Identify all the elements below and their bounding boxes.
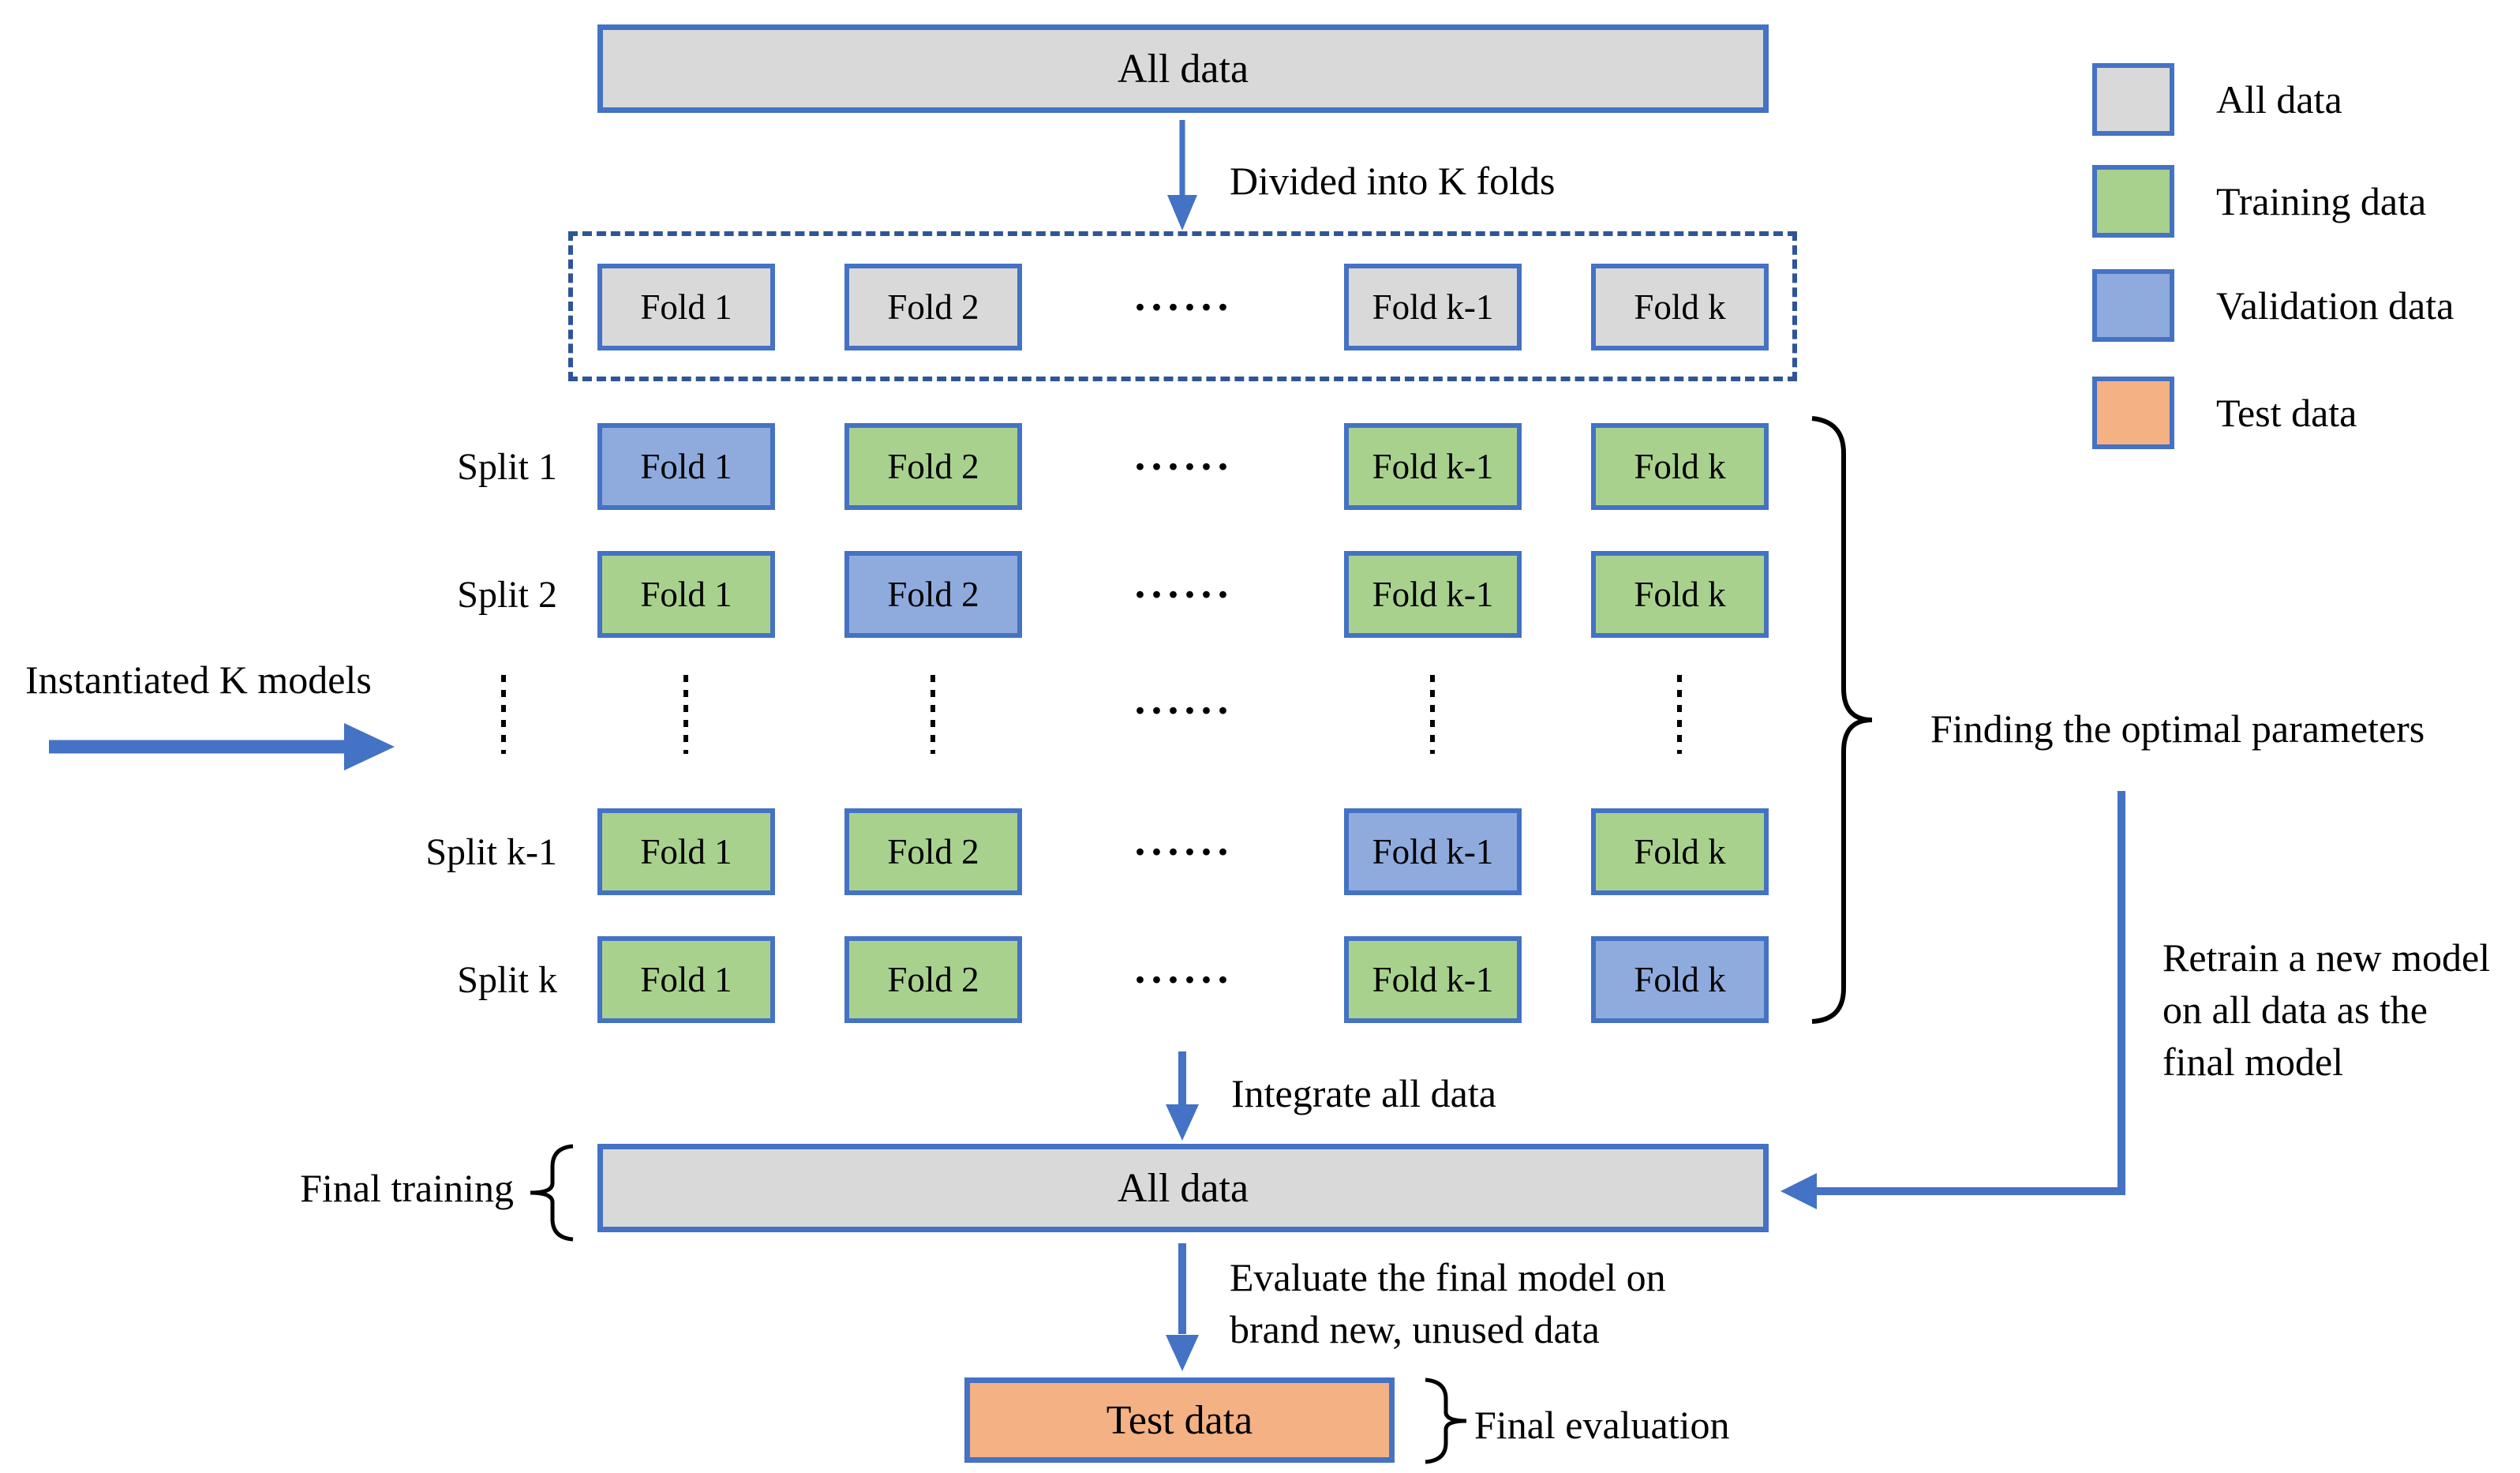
fold-cell-label: Fold k-1 — [1372, 832, 1494, 871]
final-training-label: Final training — [300, 1166, 514, 1210]
fold-cell-validation: Fold k-1 — [1344, 808, 1522, 895]
fold-cell-training: Fold k-1 — [1344, 423, 1522, 510]
retrain-note-line: on all data as the — [2162, 988, 2428, 1032]
fold-cell-label: Fold 2 — [887, 832, 979, 871]
fold-cell-validation: Fold k — [1591, 936, 1769, 1023]
retrain-note-line: final model — [2162, 1040, 2344, 1084]
all-data-box-top-label: All data — [1117, 46, 1249, 92]
instantiated-arrow — [49, 723, 395, 770]
fold-cell-training: Fold k — [1591, 808, 1769, 895]
all-data-box-top: All data — [597, 24, 1769, 113]
vertical-ellipsis — [930, 675, 935, 754]
fold-cell-validation: Fold 1 — [597, 423, 775, 510]
fold-cell-label: Fold k — [1634, 447, 1726, 486]
fold-cell: Fold k — [1591, 264, 1769, 350]
legend-swatch-all-data — [2092, 63, 2174, 136]
vertical-ellipsis — [501, 675, 506, 754]
fold-cell-label: Fold 1 — [640, 287, 732, 327]
fold-cell-label: Fold k-1 — [1372, 287, 1494, 327]
all-data-box-bottom-label: All data — [1117, 1165, 1249, 1211]
fold-row-ellipsis: ······ — [1133, 283, 1233, 331]
vertical-ellipsis — [683, 675, 688, 754]
split-row-label: Split k — [457, 958, 557, 1001]
fold-cell-training: Fold 1 — [597, 551, 775, 638]
final-training-brace — [530, 1144, 574, 1242]
splits-brace — [1811, 416, 1873, 1024]
fold-cell: Fold k-1 — [1344, 264, 1522, 350]
evaluate-note: Evaluate the final model on brand new, u… — [1230, 1251, 1666, 1355]
final-evaluation-label: Final evaluation — [1474, 1403, 1730, 1447]
fold-cell-training: Fold 1 — [597, 936, 775, 1023]
evaluate-note-line: brand new, unused data — [1230, 1307, 1600, 1351]
fold-cell-label: Fold 2 — [887, 575, 979, 614]
test-data-box-label: Test data — [1106, 1397, 1253, 1443]
fold-cell-label: Fold k — [1634, 960, 1726, 999]
final-evaluation-brace — [1425, 1377, 1467, 1464]
fold-cell-label: Fold 1 — [640, 832, 732, 871]
fold-cell-validation: Fold 2 — [844, 551, 1022, 638]
dots-row-ellipsis: ······ — [1133, 687, 1233, 734]
all-data-box-bottom: All data — [597, 1144, 1769, 1232]
fold-cell-training: Fold k — [1591, 551, 1769, 638]
split-row-ellipsis: ······ — [1133, 956, 1233, 1003]
integrate-all-data-label: Integrate all data — [1231, 1071, 1496, 1115]
fold-cell: Fold 2 — [844, 264, 1022, 350]
fold-cell-label: Fold k — [1634, 832, 1726, 871]
fold-cell-label: Fold k-1 — [1372, 575, 1494, 614]
divided-into-k-folds-label: Divided into K folds — [1230, 159, 1556, 203]
folds-dashed-container — [568, 231, 1797, 381]
fold-cell-label: Fold k — [1634, 575, 1726, 614]
fold-cell-label: Fold 2 — [887, 287, 979, 327]
split-row-ellipsis: ······ — [1133, 571, 1233, 618]
legend-swatch-test-data — [2092, 377, 2174, 449]
fold-cell-label: Fold 1 — [640, 960, 732, 999]
fold-cell-label: Fold 1 — [640, 575, 732, 614]
retrain-note: Retrain a new model on all data as the f… — [2162, 931, 2490, 1088]
fold-cell-training: Fold 2 — [844, 808, 1022, 895]
legend-swatch-validation-data — [2092, 269, 2174, 342]
legend-swatch-training-data — [2092, 165, 2174, 238]
test-data-box: Test data — [964, 1377, 1395, 1463]
vertical-ellipsis — [1677, 675, 1682, 754]
legend-label-all-data: All data — [2216, 77, 2342, 122]
split-row-label: Split k-1 — [425, 830, 557, 873]
divided-arrow — [1167, 120, 1197, 231]
instantiated-k-models-label: Instantiated K models — [25, 658, 372, 702]
integrate-arrow — [1166, 1051, 1199, 1141]
legend-label-training-data: Training data — [2216, 179, 2427, 223]
retrain-note-line: Retrain a new model — [2162, 935, 2491, 980]
split-row-label: Split 1 — [457, 445, 557, 488]
legend-label-test-data: Test data — [2216, 391, 2357, 435]
evaluate-arrow — [1166, 1243, 1199, 1371]
retrain-connector-arrow — [1780, 791, 2125, 1209]
fold-cell-label: Fold 1 — [640, 447, 732, 486]
fold-cell-training: Fold k — [1591, 423, 1769, 510]
fold-cell-training: Fold k-1 — [1344, 936, 1522, 1023]
legend-label-validation-data: Validation data — [2216, 283, 2454, 328]
split-row-ellipsis: ······ — [1133, 443, 1233, 490]
fold-cell-label: Fold 2 — [887, 447, 979, 486]
fold-cell-label: Fold k — [1634, 287, 1726, 327]
fold-cell-training: Fold k-1 — [1344, 551, 1522, 638]
fold-cell-label: Fold 2 — [887, 960, 979, 999]
fold-cell-training: Fold 2 — [844, 423, 1022, 510]
finding-optimal-parameters-label: Finding the optimal parameters — [1930, 707, 2425, 751]
split-row-ellipsis: ······ — [1133, 828, 1233, 875]
evaluate-note-line: Evaluate the final model on — [1230, 1255, 1666, 1299]
fold-cell-training: Fold 1 — [597, 808, 775, 895]
fold-cell: Fold 1 — [597, 264, 775, 350]
fold-cell-label: Fold k-1 — [1372, 960, 1494, 999]
split-row-label: Split 2 — [457, 573, 557, 616]
vertical-ellipsis — [1430, 675, 1435, 754]
fold-cell-training: Fold 2 — [844, 936, 1022, 1023]
fold-cell-label: Fold k-1 — [1372, 447, 1494, 486]
